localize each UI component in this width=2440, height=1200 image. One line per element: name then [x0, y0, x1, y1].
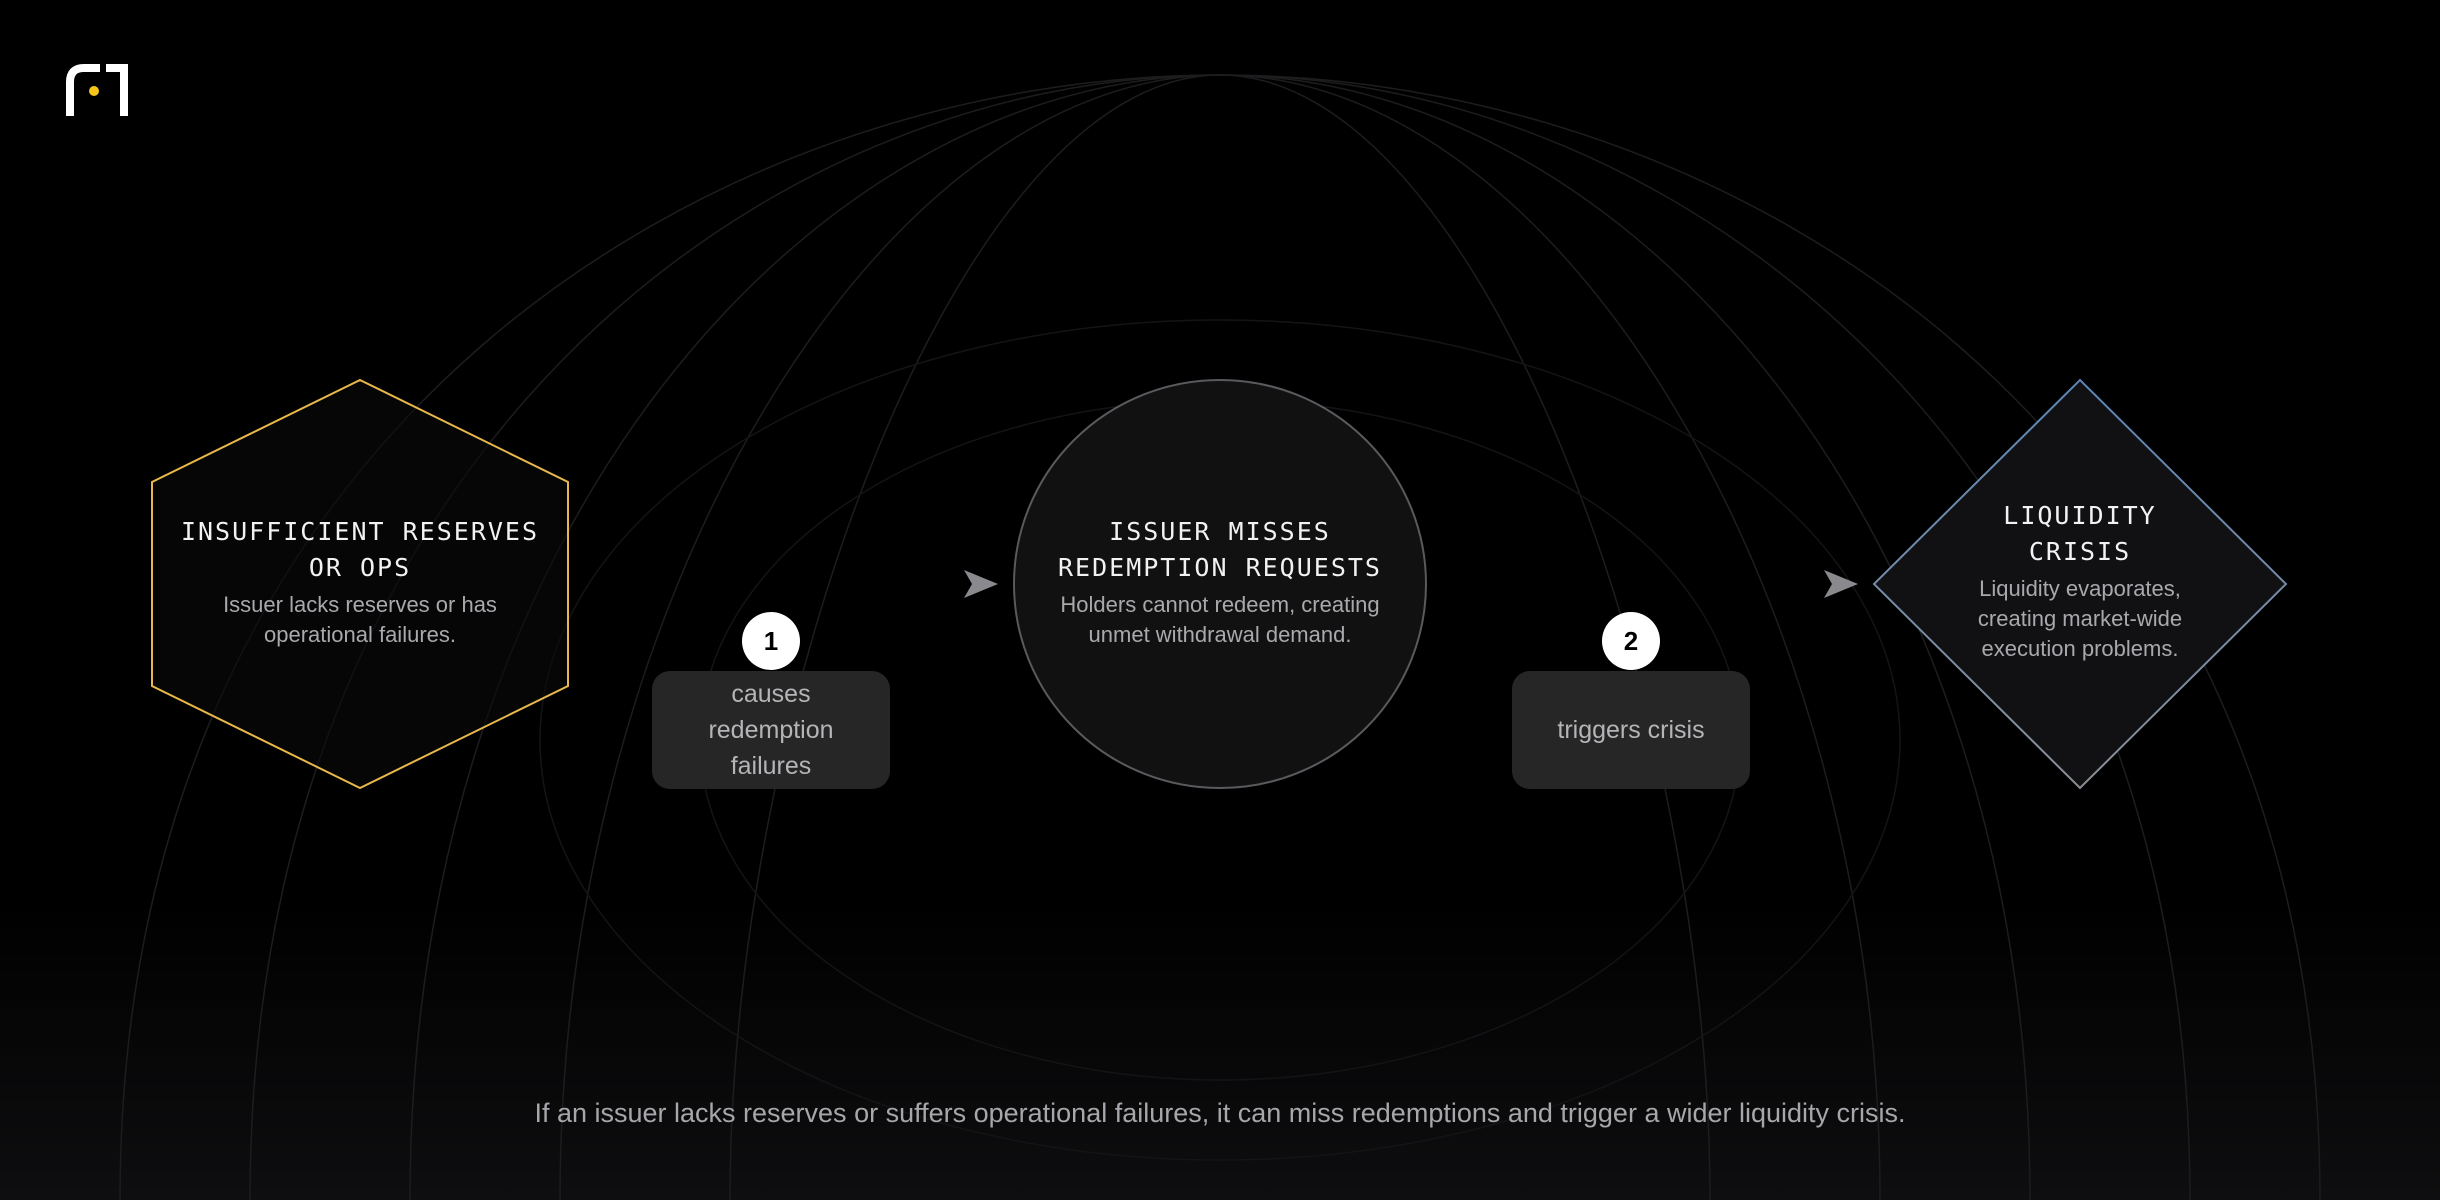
- arrowhead-1: [964, 570, 998, 598]
- node-circle-shape: [1013, 379, 1427, 789]
- node-diamond-shape: [1872, 378, 2288, 790]
- node-reserves[interactable]: INSUFFICIENT RESERVES OR OPS Issuer lack…: [150, 514, 570, 650]
- node-hexagon-shape: [151, 378, 569, 790]
- background-ring: [539, 319, 1901, 1161]
- step-badge-2: 2: [1602, 612, 1660, 670]
- node-crisis-title: LIQUIDITY CRISIS: [2003, 501, 2157, 566]
- edge-label-2[interactable]: triggers crisis: [1512, 671, 1750, 789]
- node-missed-description: Holders cannot redeem, creating unmet wi…: [1060, 592, 1380, 647]
- node-crisis-description: Liquidity evaporates, creating market-wi…: [1977, 576, 2183, 661]
- edge-label-1[interactable]: causes redemption failures: [652, 671, 890, 789]
- step-badge-1: 1: [742, 612, 800, 670]
- arrowhead-2: [1824, 570, 1858, 598]
- node-missed-title: ISSUER MISSES REDEMPTION REQUESTS: [1058, 517, 1382, 582]
- node-missed[interactable]: ISSUER MISSES REDEMPTION REQUESTS Holder…: [1012, 514, 1428, 650]
- diagram-caption: If an issuer lacks reserves or suffers o…: [534, 1098, 1906, 1128]
- node-crisis[interactable]: LIQUIDITY CRISIS Liquidity evaporates, c…: [1872, 498, 2288, 664]
- node-reserves-title: INSUFFICIENT RESERVES OR OPS: [180, 517, 540, 582]
- brand-logo-icon[interactable]: [66, 64, 130, 120]
- node-reserves-description: Issuer lacks reserves or has operational…: [223, 592, 497, 647]
